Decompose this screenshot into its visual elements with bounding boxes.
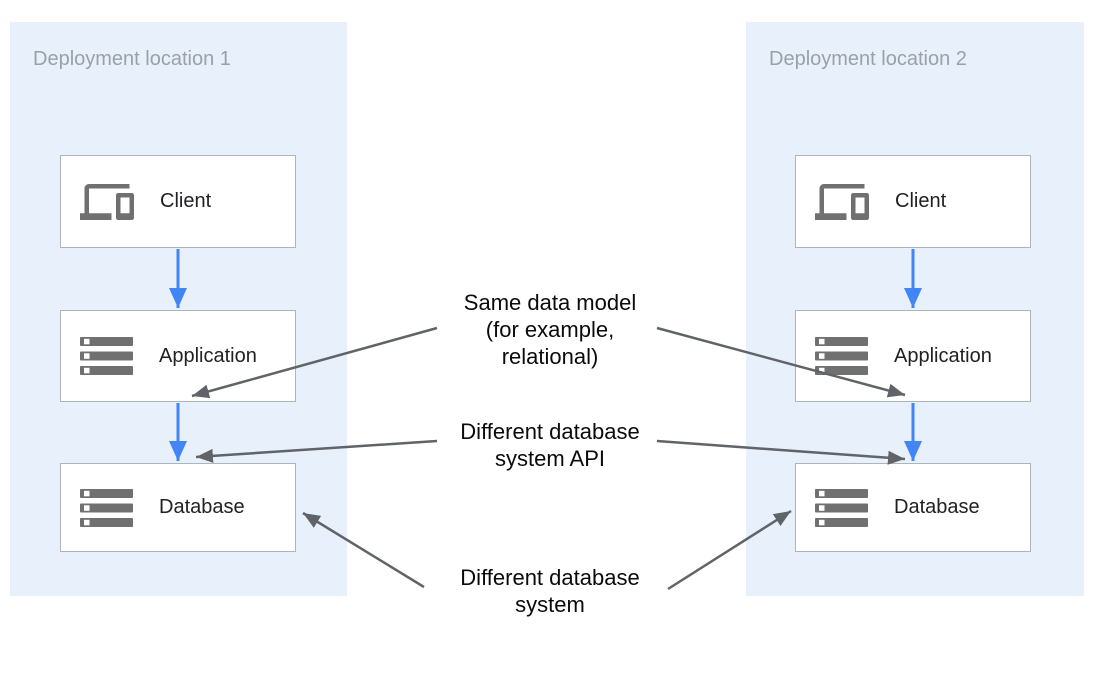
annotation-line: system API: [494, 446, 606, 471]
server-stack-icon: [80, 337, 133, 375]
annotation-different-db-system: Different database system: [417, 564, 683, 618]
panel-title: Deployment location 1: [33, 48, 231, 70]
server-stack-icon: [80, 488, 133, 527]
server-stack-icon: [815, 488, 868, 527]
annotation-same-data-model: Same data model (for example, relational…: [417, 289, 683, 370]
annotation-line: Different database: [460, 419, 640, 444]
node-database-1: Database: [60, 463, 296, 552]
devices-icon: [815, 183, 869, 220]
panel-title: Deployment location 2: [769, 48, 967, 70]
annotation-line: relational): [501, 344, 599, 369]
node-label: Application: [159, 344, 257, 367]
annotation-different-db-api: Different database system API: [417, 418, 683, 472]
node-label: Database: [894, 496, 980, 518]
node-label: Client: [895, 190, 947, 212]
node-label: Application: [894, 344, 992, 367]
annotation-line: (for example,: [485, 317, 615, 342]
annotation-line: system: [515, 592, 585, 617]
node-database-2: Database: [795, 463, 1031, 552]
node-label: Database: [159, 496, 245, 518]
devices-icon: [80, 183, 134, 220]
annotation-line: Same data model: [463, 290, 637, 315]
node-client-1: Client: [60, 155, 296, 248]
node-label: Client: [160, 190, 212, 212]
node-application-2: Application: [795, 310, 1031, 402]
server-stack-icon: [815, 337, 868, 375]
node-client-2: Client: [795, 155, 1031, 248]
annotation-line: Different database: [460, 565, 640, 590]
node-application-1: Application: [60, 310, 296, 402]
